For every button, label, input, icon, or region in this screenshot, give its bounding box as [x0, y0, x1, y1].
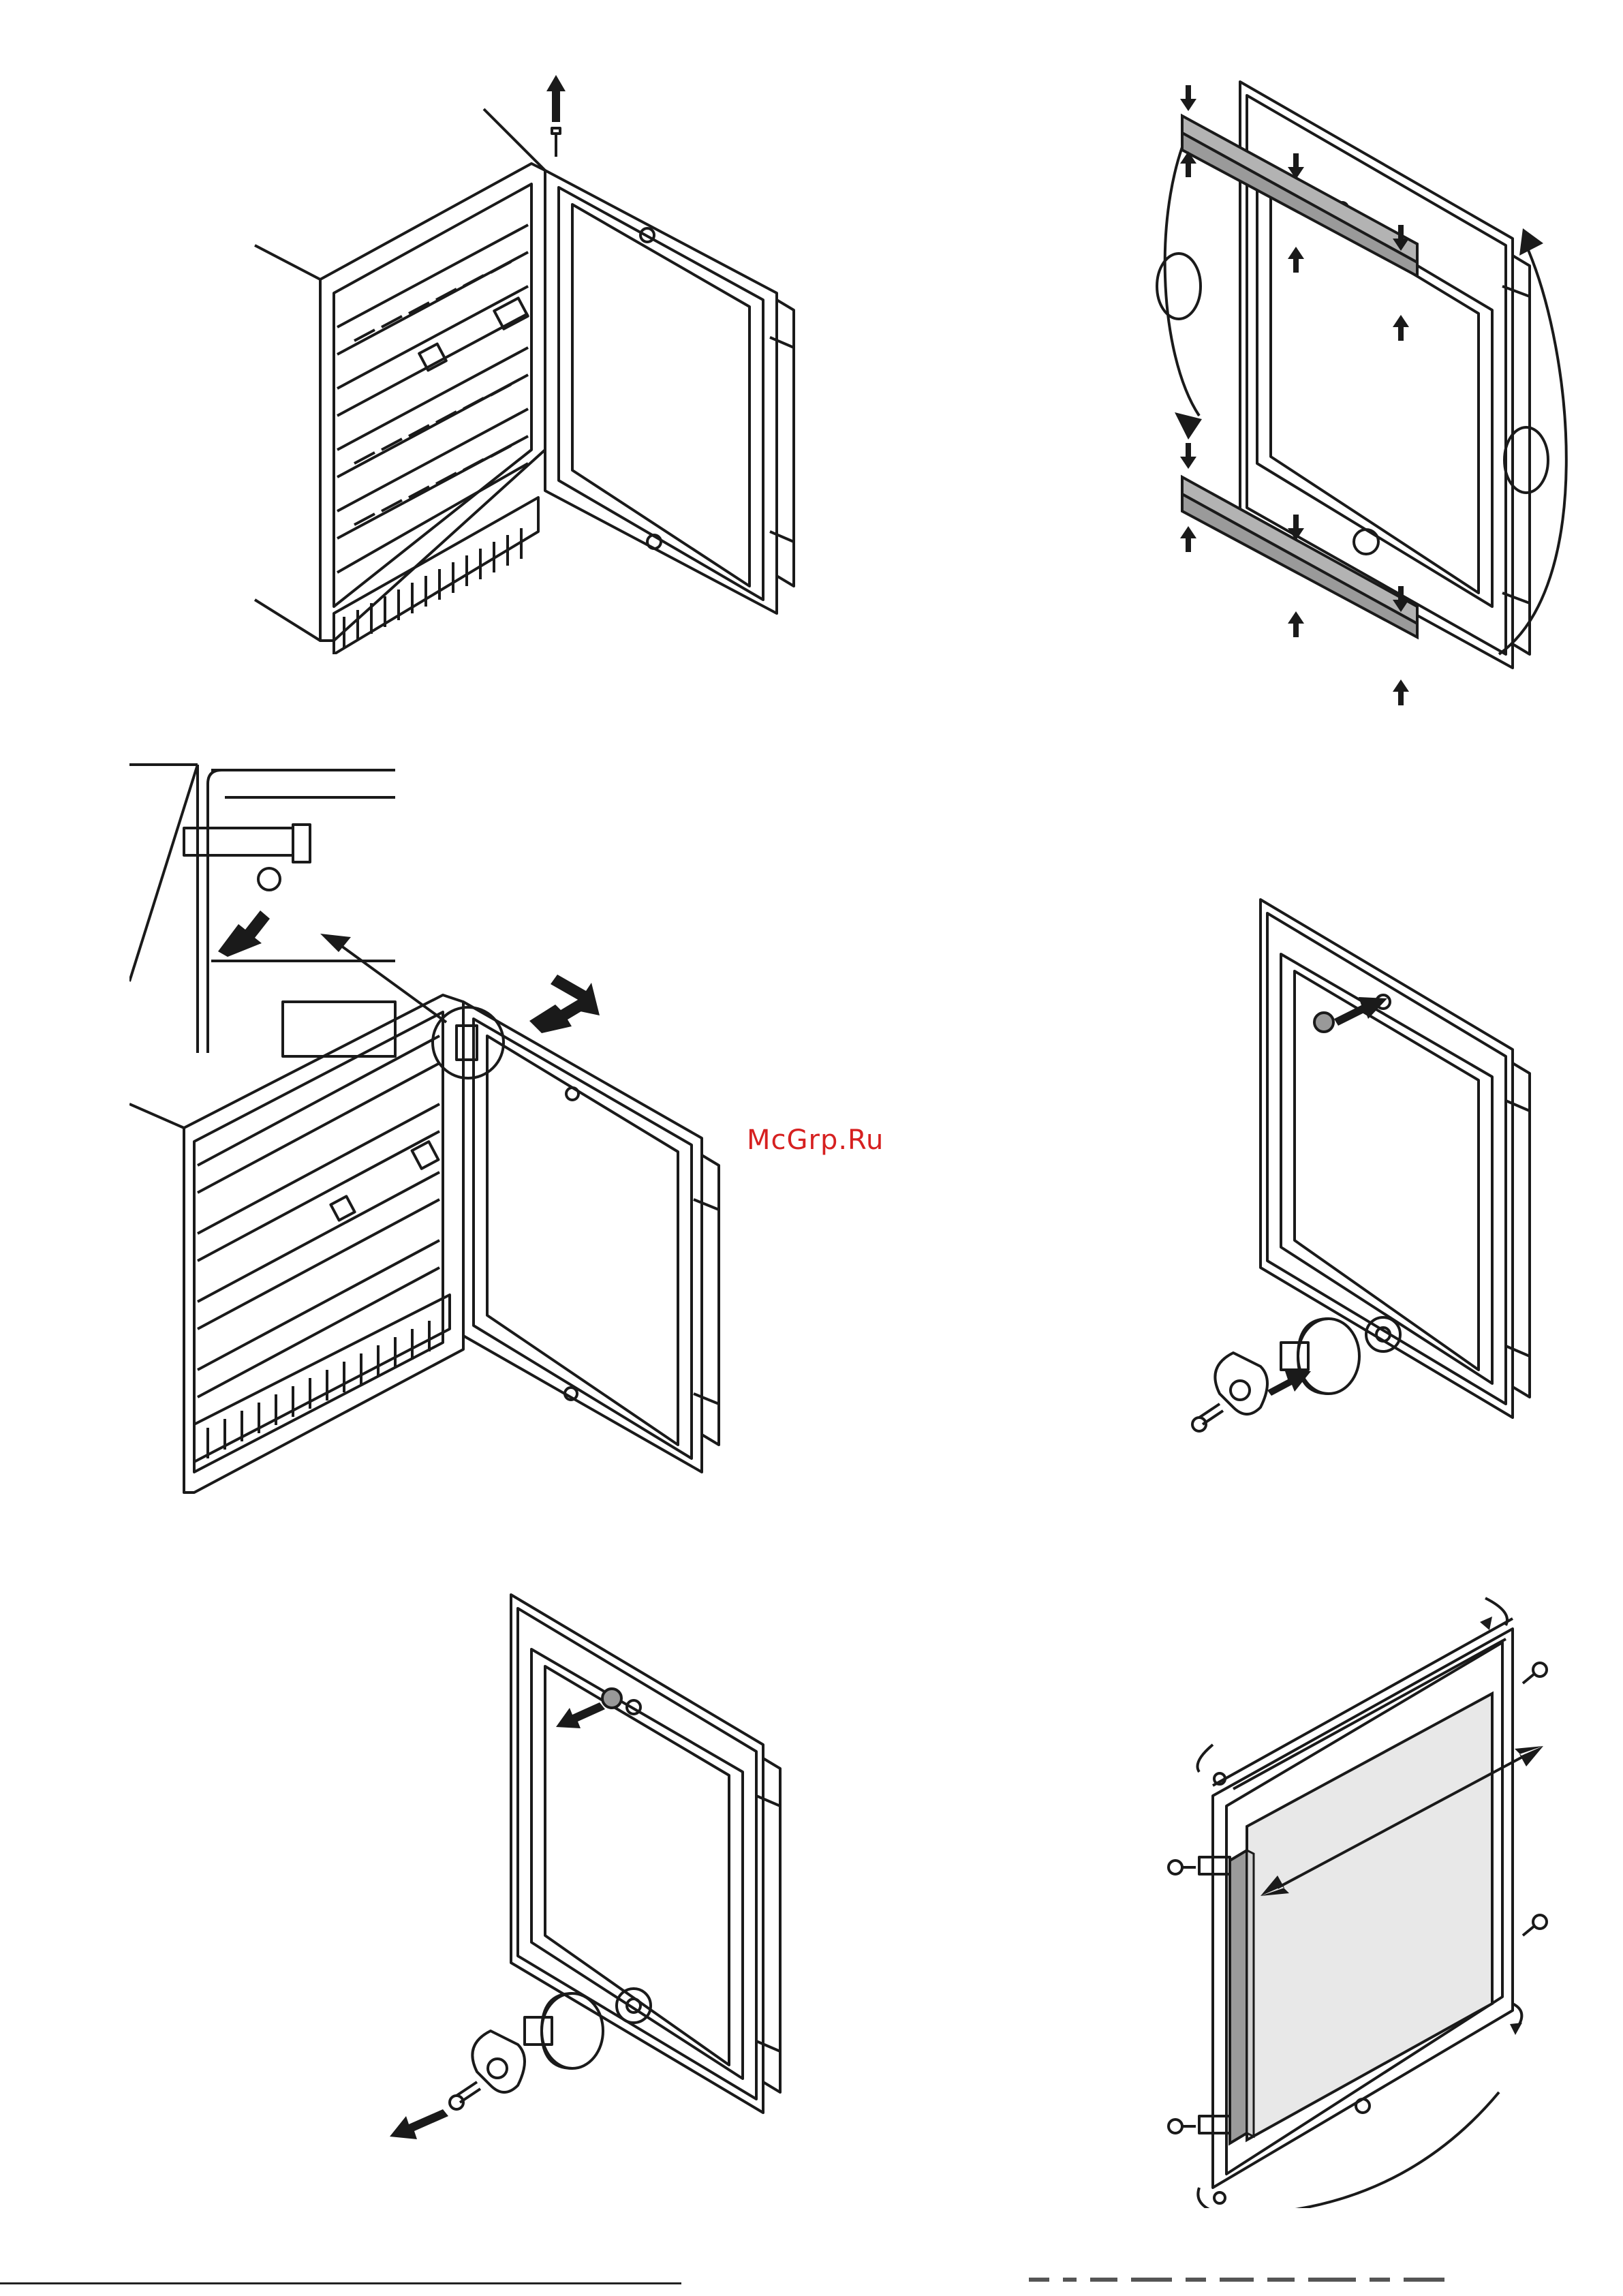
figure-door-glass-panel	[1158, 1588, 1567, 2208]
door-glass-panel-icon	[1158, 1588, 1567, 2208]
footer-marks-icon	[1029, 2276, 1465, 2284]
figure-cabinet-hinge-detail	[129, 756, 743, 1499]
figure-door-insert-cap	[1179, 893, 1560, 1472]
figure-door-remove-cap	[388, 1581, 811, 2181]
door-swap-rails-icon	[1117, 68, 1581, 709]
figure-door-swap-rails	[1117, 68, 1581, 709]
watermark-text: McGrp.Ru	[747, 1124, 884, 1156]
cabinet-hinge-detail-icon	[129, 756, 743, 1499]
door-insert-cap-icon	[1179, 893, 1560, 1472]
cabinet-open-door-icon	[245, 68, 804, 654]
footer-rule	[0, 2282, 681, 2284]
figure-cabinet-open-door	[245, 68, 804, 654]
door-remove-cap-icon	[388, 1581, 811, 2181]
